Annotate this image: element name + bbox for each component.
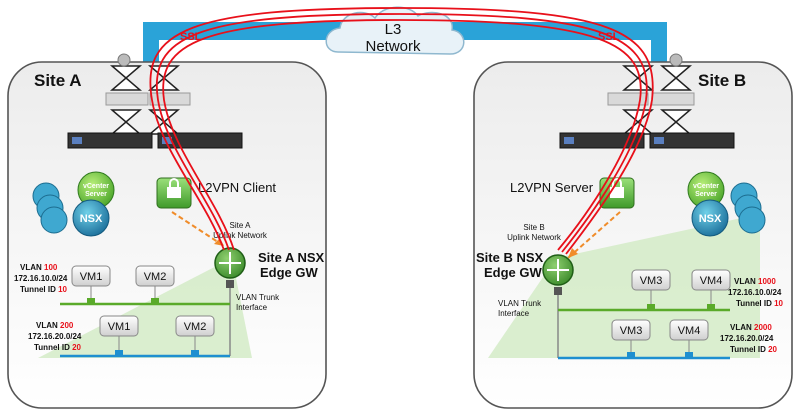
site-b-vlan2-label: VLAN 2000 bbox=[730, 323, 772, 332]
site-a-vlan1-tunnel: Tunnel ID 10 bbox=[20, 285, 68, 294]
site-b-vlan2-tunnel: Tunnel ID 20 bbox=[730, 345, 778, 354]
site-b-l2vpn-lock-icon bbox=[599, 177, 635, 209]
cloud-label-network: Network bbox=[365, 38, 421, 55]
vm-label: VM1 bbox=[108, 321, 131, 333]
site-b-arrow-head bbox=[568, 248, 578, 258]
site-b-edge-line2: Edge GW bbox=[484, 265, 543, 280]
site-b-title: Site B bbox=[698, 71, 746, 90]
site-b-vlan1-subnet: 172.16.10.0/24 bbox=[728, 288, 782, 297]
site-b-vlan1-label: VLAN 1000 bbox=[734, 277, 776, 286]
site-a-trunk-line2: Interface bbox=[236, 303, 268, 312]
site-b-dashed-arrow bbox=[567, 211, 621, 259]
site-b-l2vpn-label: L2VPN Server bbox=[510, 180, 594, 195]
site-a-vlan1-label: VLAN 100 bbox=[20, 263, 58, 272]
site-b-edge-line1: Site B NSX bbox=[476, 250, 544, 265]
site-a-vlan1-subnet: 172.16.10.0/24 bbox=[14, 274, 68, 283]
vm-box bbox=[175, 315, 215, 357]
site-a-server-icon bbox=[67, 132, 243, 149]
site-b-edge-gateway-icon bbox=[542, 254, 574, 295]
site-a-uplink-line2: Uplink Network bbox=[213, 231, 268, 240]
site-a-vlan2-subnet: 172.16.20.0/24 bbox=[28, 332, 82, 341]
site-a-l2vpn-lock-icon bbox=[156, 177, 192, 209]
site-b-uplink-line1: Site B bbox=[523, 223, 544, 232]
vm-box bbox=[691, 269, 731, 311]
site-a-nsx-cluster-icon bbox=[32, 171, 115, 237]
site-a-nsx-label: NSX bbox=[80, 213, 103, 225]
site-a-vlan2-tunnel: Tunnel ID 20 bbox=[34, 343, 82, 352]
site-b-trunk-line2: Interface bbox=[498, 309, 530, 318]
site-b-nsx-label: NSX bbox=[699, 213, 722, 225]
site-a-vlan2-label: VLAN 200 bbox=[36, 321, 74, 330]
vm-label: VM4 bbox=[678, 325, 701, 337]
vm-box bbox=[71, 265, 111, 305]
site-b-trunk-line1: VLAN Trunk bbox=[498, 299, 542, 308]
site-a-edge-line2: Edge GW bbox=[260, 265, 319, 280]
site-a-trunk-line1: VLAN Trunk bbox=[236, 293, 280, 302]
site-b-nsx-cluster-icon bbox=[687, 171, 766, 237]
vm-label: VM4 bbox=[700, 275, 723, 287]
vm-box bbox=[135, 265, 175, 305]
site-a-dashed-arrow bbox=[171, 211, 225, 247]
site-a-title: Site A bbox=[34, 71, 82, 90]
site-b-vlan2-subnet: 172.16.20.0/24 bbox=[720, 334, 774, 343]
site-a-uplink-line1: Site A bbox=[230, 221, 252, 230]
vm-label: VM2 bbox=[144, 271, 167, 283]
site-b-uplink-line2: Uplink Network bbox=[507, 233, 562, 242]
site-a-vcenter-line2: Server bbox=[85, 191, 107, 198]
vm-box bbox=[669, 319, 709, 359]
vm-box bbox=[631, 269, 671, 311]
vm-box bbox=[611, 319, 651, 359]
site-b-vcenter-line1: vCenter bbox=[693, 183, 719, 190]
vm-label: VM2 bbox=[184, 321, 207, 333]
ssl-tunnel bbox=[149, 7, 654, 255]
vm-label: VM1 bbox=[80, 271, 103, 283]
site-b-vlan1-tunnel: Tunnel ID 10 bbox=[736, 299, 784, 308]
site-a-vcenter-line1: vCenter bbox=[83, 183, 109, 190]
vm-label: VM3 bbox=[640, 275, 663, 287]
vm-label: VM3 bbox=[620, 325, 643, 337]
site-b-server-icon bbox=[559, 132, 735, 149]
cloud-label-l3: L3 bbox=[385, 21, 402, 38]
site-a-edge-gateway-icon bbox=[214, 247, 246, 288]
site-a-edge-line1: Site A NSX bbox=[258, 250, 325, 265]
site-b-vcenter-line2: Server bbox=[695, 191, 717, 198]
site-a-l2vpn-label: L2VPN Client bbox=[198, 180, 276, 195]
vm-box bbox=[99, 315, 139, 357]
site-a-switch-icon bbox=[105, 53, 191, 135]
